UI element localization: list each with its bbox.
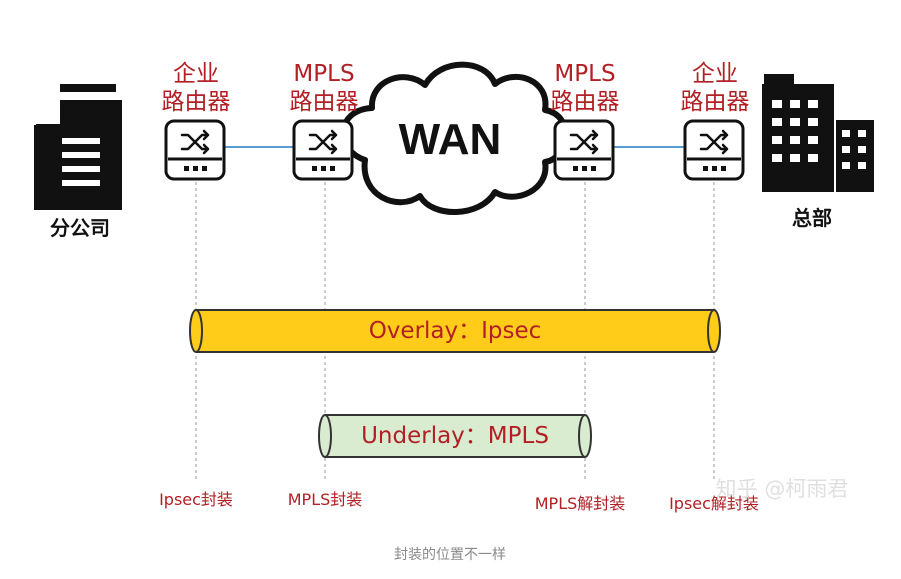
router-label-line2: 路由器 <box>550 89 620 115</box>
wan-cloud-icon <box>340 61 569 215</box>
router-switch-icon <box>292 119 354 181</box>
router-switch-icon <box>683 119 745 181</box>
router-label-line1: 企业 <box>173 61 219 87</box>
step-label-mpls-decap: MPLS解封装 <box>534 494 626 513</box>
hq-building-icon <box>762 74 874 192</box>
branch-site-label: 分公司 <box>50 216 110 240</box>
router-label-line2: 路由器 <box>680 89 750 115</box>
router-switch-icon <box>553 119 615 181</box>
router-label-line2: 路由器 <box>161 89 231 115</box>
router-label-line1: MPLS <box>293 61 355 87</box>
overlay-tunnel <box>189 309 721 353</box>
underlay-tunnel-label: Underlay：MPLS <box>361 423 549 449</box>
router-label-hq-enterprise: 企业 路由器 <box>677 60 753 116</box>
watermark-text: 知乎 @柯雨君 <box>715 477 849 501</box>
router-label-line1: 企业 <box>692 61 738 87</box>
wan-label: WAN <box>398 115 502 164</box>
branch-building-icon <box>34 84 122 210</box>
figure-caption: 封装的位置不一样 <box>394 547 506 563</box>
step-label-ipsec-encap: Ipsec封装 <box>159 490 233 509</box>
step-label-mpls-encap: MPLS封装 <box>287 490 363 509</box>
router-switch-icon <box>164 119 226 181</box>
hq-site-label: 总部 <box>792 206 832 230</box>
router-label-line2: 路由器 <box>289 89 359 115</box>
router-label-line1: MPLS <box>554 61 616 87</box>
step-label-ipsec-decap: Ipsec解封装 <box>669 494 759 513</box>
router-label-branch-mpls: MPLS 路由器 <box>283 60 365 116</box>
router-label-hq-mpls: MPLS 路由器 <box>544 60 626 116</box>
overlay-tunnel-label: Overlay：Ipsec <box>368 318 542 344</box>
router-label-branch-enterprise: 企业 路由器 <box>160 60 232 116</box>
underlay-tunnel <box>318 414 592 458</box>
